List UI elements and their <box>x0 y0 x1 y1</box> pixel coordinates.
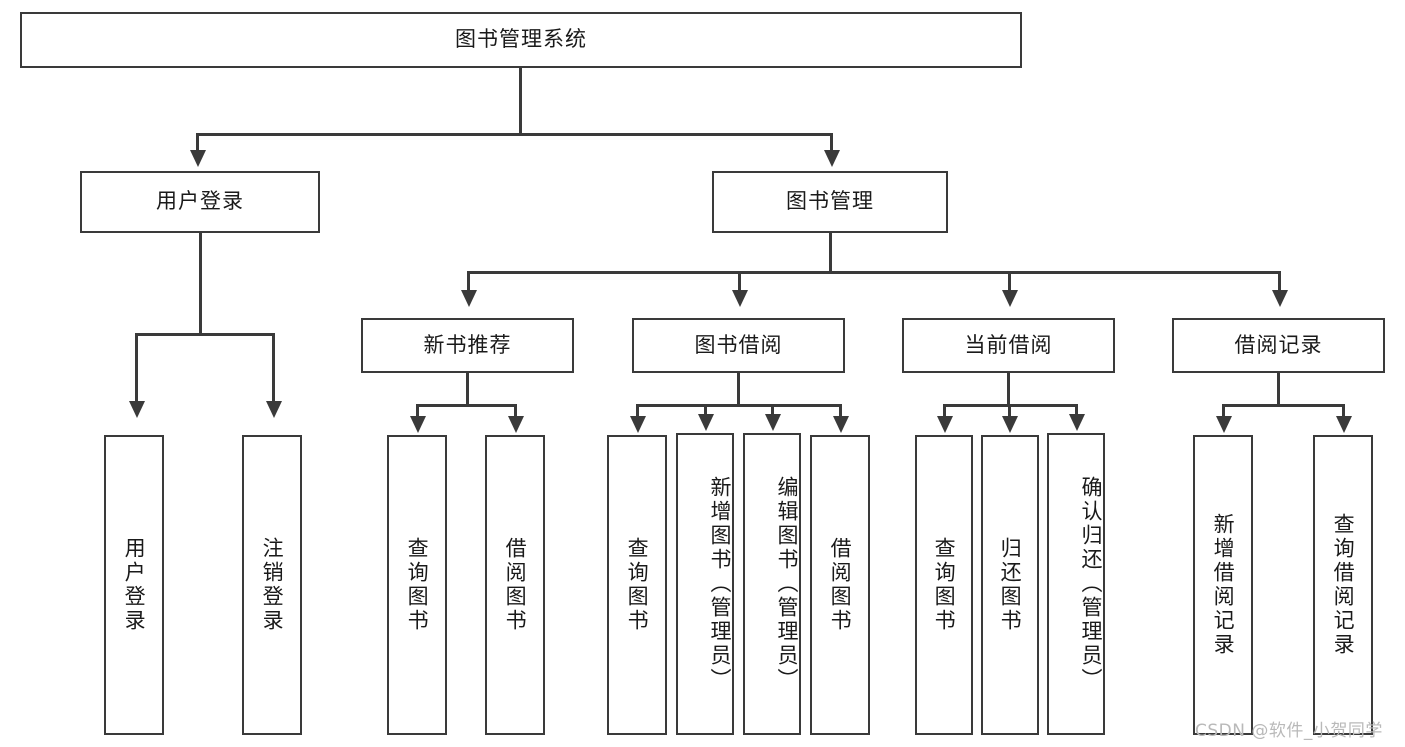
arrowhead-leaf-user-login <box>129 401 145 418</box>
leaf-logout[interactable]: 注销登录 <box>242 435 302 735</box>
arrowhead-nbr-leaf-1 <box>410 416 426 433</box>
arrowhead-bb-leaf-1 <box>630 416 646 433</box>
leaf-cb-confirm-return-admin[interactable]: 确认归还（管理员） <box>1047 433 1105 735</box>
connector-bb-child-3 <box>771 404 774 416</box>
node-label: 用户登录 <box>122 537 147 633</box>
leaf-bb-add-book-admin[interactable]: 新增图书（管理员） <box>676 433 734 735</box>
node-label: 新增借阅记录 <box>1211 513 1236 657</box>
arrowhead-cb-leaf-3 <box>1069 414 1085 431</box>
connector-book-manage-stem <box>829 233 832 273</box>
connector-bb-child-1 <box>636 404 639 418</box>
node-label: 图书管理系统 <box>455 27 587 52</box>
connector-to-user-login <box>196 133 199 153</box>
connector-root-bar <box>196 133 833 136</box>
connector-to-book-manage <box>830 133 833 153</box>
arrowhead-cb-leaf-1 <box>937 416 953 433</box>
connector-user-login-child-1 <box>135 333 138 403</box>
node-label: 归还图书 <box>998 537 1023 633</box>
connector-cb-stem <box>1007 373 1010 406</box>
leaf-nbr-query-book[interactable]: 查询图书 <box>387 435 447 735</box>
connector-user-login-child-2 <box>272 333 275 403</box>
leaf-bb-borrow-book[interactable]: 借阅图书 <box>810 435 870 735</box>
node-book-borrow[interactable]: 图书借阅 <box>632 318 845 373</box>
arrowhead-leaf-logout <box>266 401 282 418</box>
leaf-br-add-record[interactable]: 新增借阅记录 <box>1193 435 1253 735</box>
connector-cb-child-1 <box>943 404 946 418</box>
arrowhead-book-manage <box>824 150 840 167</box>
node-borrow-record[interactable]: 借阅记录 <box>1172 318 1385 373</box>
node-label: 查询图书 <box>625 537 650 633</box>
node-label: 借阅记录 <box>1234 332 1323 357</box>
connector-nbr-bar <box>416 404 516 407</box>
arrowhead-bb-leaf-2 <box>698 414 714 431</box>
connector-book-manage-bar <box>467 271 1280 274</box>
node-user-login[interactable]: 用户登录 <box>80 171 320 233</box>
node-label: 借阅图书 <box>503 537 528 633</box>
node-label: 编辑图书（管理员） <box>775 476 799 692</box>
node-root-system[interactable]: 图书管理系统 <box>20 12 1022 68</box>
connector-br-bar <box>1222 404 1344 407</box>
arrowhead-user-login <box>190 150 206 167</box>
node-label: 用户登录 <box>156 189 244 214</box>
connector-nbr-child-2 <box>514 404 517 418</box>
connector-bm-child-3 <box>1008 271 1011 293</box>
arrowhead-borrow-record <box>1272 290 1288 307</box>
connector-nbr-child-1 <box>416 404 419 418</box>
connector-bm-child-2 <box>738 271 741 293</box>
connector-bb-bar <box>636 404 841 407</box>
leaf-cb-return-book[interactable]: 归还图书 <box>981 435 1039 735</box>
arrowhead-cb-leaf-2 <box>1002 416 1018 433</box>
node-label: 查询图书 <box>932 537 957 633</box>
node-label: 确认归还（管理员） <box>1079 476 1103 692</box>
connector-cb-child-2 <box>1008 404 1011 418</box>
arrowhead-bb-leaf-3 <box>765 414 781 431</box>
arrowhead-bb-leaf-4 <box>833 416 849 433</box>
connector-cb-child-3 <box>1075 404 1078 416</box>
leaf-nbr-borrow-book[interactable]: 借阅图书 <box>485 435 545 735</box>
leaf-cb-query-book[interactable]: 查询图书 <box>915 435 973 735</box>
node-current-borrow[interactable]: 当前借阅 <box>902 318 1115 373</box>
connector-user-login-bar <box>135 333 274 336</box>
leaf-user-login[interactable]: 用户登录 <box>104 435 164 735</box>
leaf-br-query-record[interactable]: 查询借阅记录 <box>1313 435 1373 735</box>
connector-bb-child-2 <box>704 404 707 416</box>
node-label: 新书推荐 <box>423 332 512 357</box>
node-label: 图书借阅 <box>694 332 783 357</box>
connector-user-login-stem <box>199 233 202 335</box>
node-book-manage[interactable]: 图书管理 <box>712 171 948 233</box>
connector-br-child-2 <box>1342 404 1345 418</box>
node-label: 图书管理 <box>786 189 874 214</box>
node-label: 新增图书（管理员） <box>708 476 732 692</box>
node-label: 借阅图书 <box>828 537 853 633</box>
arrowhead-br-leaf-1 <box>1216 416 1232 433</box>
node-label: 查询借阅记录 <box>1331 513 1356 657</box>
arrowhead-book-borrow <box>732 290 748 307</box>
connector-root-stem <box>519 68 522 135</box>
connector-br-child-1 <box>1222 404 1225 418</box>
node-label: 查询图书 <box>405 537 430 633</box>
arrowhead-nbr-leaf-2 <box>508 416 524 433</box>
leaf-bb-edit-book-admin[interactable]: 编辑图书（管理员） <box>743 433 801 735</box>
arrowhead-new-book-recommend <box>461 290 477 307</box>
arrowhead-current-borrow <box>1002 290 1018 307</box>
node-label: 当前借阅 <box>964 332 1053 357</box>
node-label: 注销登录 <box>260 537 285 633</box>
leaf-bb-query-book[interactable]: 查询图书 <box>607 435 667 735</box>
csdn-watermark: CSDN @软件_小贺同学 <box>1195 721 1383 741</box>
connector-bm-child-4 <box>1278 271 1281 293</box>
connector-nbr-stem <box>466 373 469 406</box>
connector-bb-child-4 <box>839 404 842 418</box>
connector-bb-stem <box>737 373 740 406</box>
arrowhead-br-leaf-2 <box>1336 416 1352 433</box>
node-new-book-recommend[interactable]: 新书推荐 <box>361 318 574 373</box>
connector-br-stem <box>1277 373 1280 406</box>
connector-bm-child-1 <box>467 271 470 293</box>
